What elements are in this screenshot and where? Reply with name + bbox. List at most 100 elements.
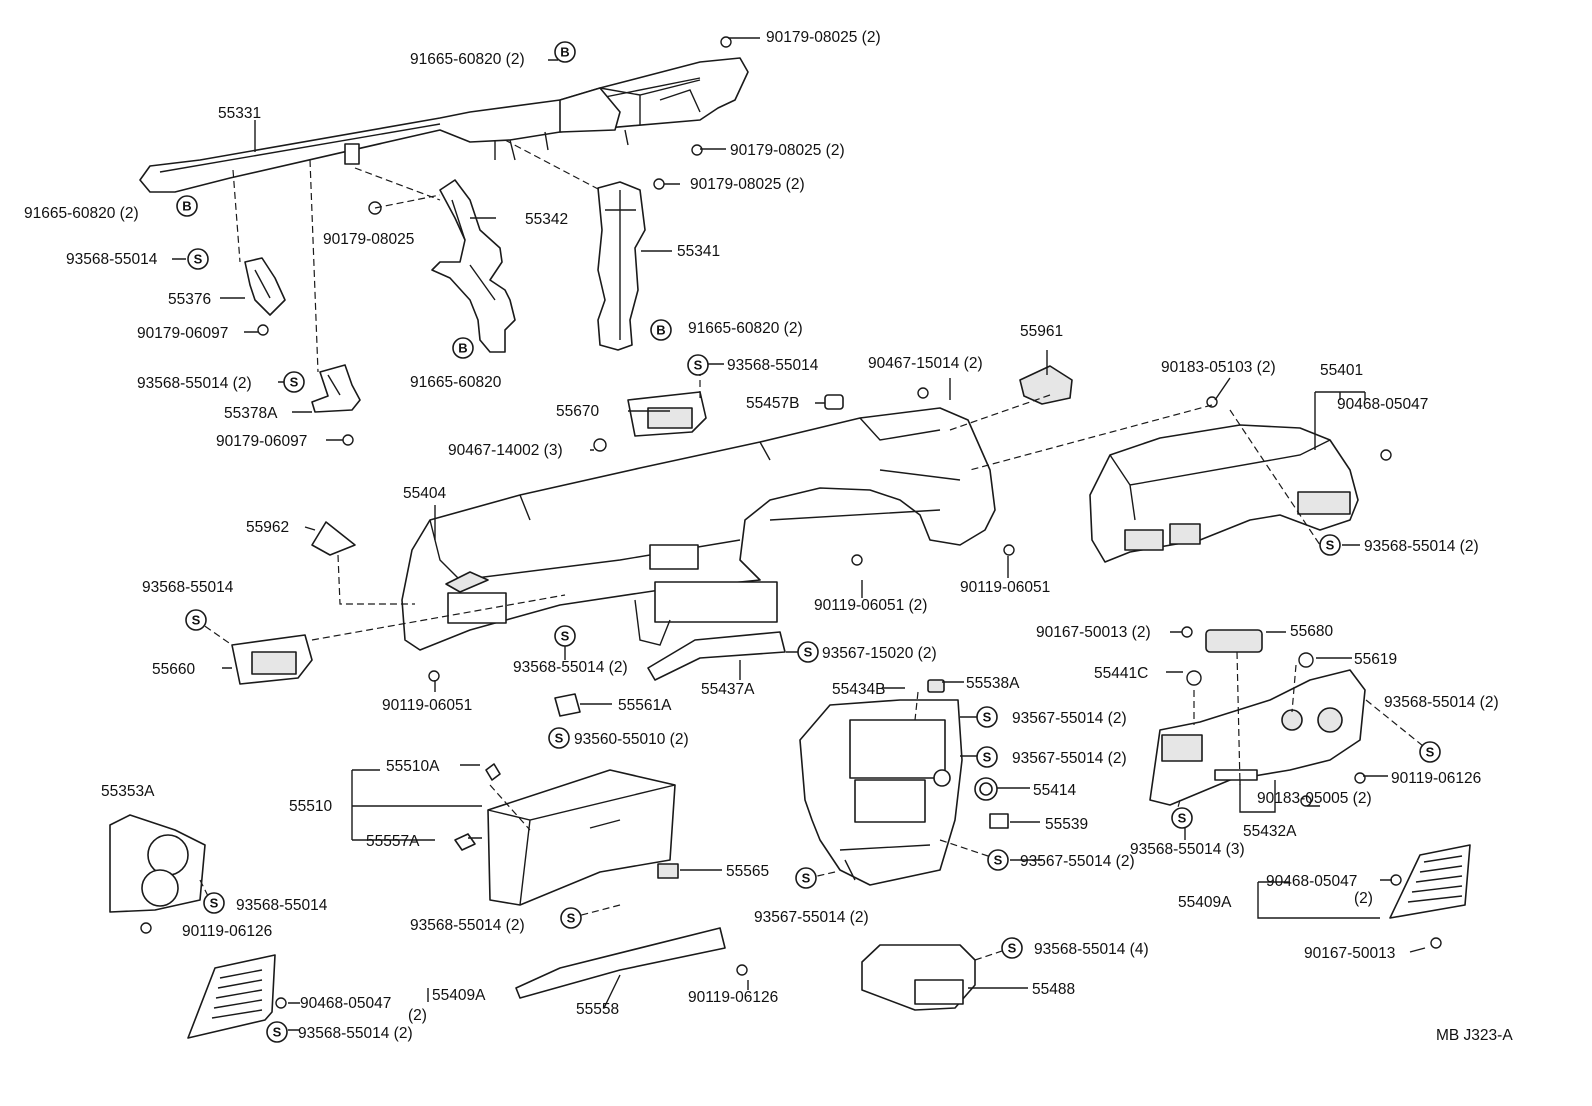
symbol-markers: B B B B S S S S S S S S S S S S S S S S … [176, 41, 1441, 1043]
part-label: 90468-05047 [1266, 873, 1357, 890]
part-label: 55404 [403, 485, 446, 502]
screw-symbol: S [266, 1021, 288, 1043]
part-label: 93568-55014 (2) [410, 917, 525, 934]
vent-55961 [1019, 365, 1073, 405]
svg-text:S: S [802, 871, 811, 886]
brace-55342 [431, 179, 516, 353]
bumper-55565 [657, 863, 679, 879]
part-label: 90119-06126 [182, 923, 272, 940]
part-label: 90119-06051 (2) [814, 597, 927, 614]
part-label: 90179-08025 (2) [730, 142, 845, 159]
part-label: 93568-55014 (2) [1384, 694, 1499, 711]
screw-symbol: S [203, 892, 225, 914]
svg-text:S: S [983, 750, 992, 765]
register-55670 [627, 391, 707, 437]
svg-text:S: S [1326, 538, 1335, 553]
bolt-symbol: B [452, 337, 474, 359]
cover-55962 [311, 521, 356, 556]
svg-text:S: S [555, 731, 564, 746]
svg-text:S: S [804, 645, 813, 660]
part-label: 55457B [746, 395, 799, 412]
part-label: (2) [408, 1007, 427, 1024]
part-label: 90179-08025 (2) [690, 176, 805, 193]
lower-panel-55432A [1149, 669, 1366, 806]
part-label: 91665-60820 [410, 374, 502, 391]
clip-55457B [824, 394, 844, 410]
part-label: 55961 [1020, 323, 1063, 340]
bolt-symbol: B [650, 319, 672, 341]
svg-text:S: S [561, 629, 570, 644]
bolt-symbol: B [176, 195, 198, 217]
part-label: 55342 [525, 211, 568, 228]
svg-text:S: S [192, 613, 201, 628]
part-label: 91665-60820 (2) [688, 320, 803, 337]
part-label: 55432A [1243, 823, 1297, 840]
part-label: 93568-55014 (2) [298, 1025, 413, 1042]
clip-55539 [989, 813, 1009, 829]
glove-box [487, 769, 676, 906]
instrument-panel [401, 407, 996, 651]
screw-symbol: S [795, 867, 817, 889]
part-label: 90467-14002 (3) [448, 442, 563, 459]
part-label: 93567-55014 (2) [1020, 853, 1135, 870]
part-label: 55341 [677, 243, 720, 260]
part-label: 90179-06097 [137, 325, 228, 342]
svg-text:S: S [694, 358, 703, 373]
clip-55561A [554, 693, 581, 717]
svg-text:S: S [994, 853, 1003, 868]
part-label: 90468-05047 [1337, 396, 1428, 413]
svg-text:B: B [656, 323, 665, 338]
clip-55538A [927, 679, 945, 693]
svg-text:S: S [567, 911, 576, 926]
screw-symbol: S [1001, 937, 1023, 959]
part-label: 55962 [246, 519, 289, 536]
part-label: 93568-55014 [66, 251, 158, 268]
svg-text:S: S [1178, 811, 1187, 826]
part-label: 93568-55014 (2) [513, 659, 628, 676]
part-label: 55561A [618, 697, 672, 714]
part-label: 55434B [832, 681, 885, 698]
part-label: 93568-55014 (4) [1034, 941, 1149, 958]
assembly-lines [195, 139, 1429, 961]
part-label: 55441C [1094, 665, 1148, 682]
part-label: 55670 [556, 403, 599, 420]
part-label: 93567-55014 (2) [754, 909, 869, 926]
svg-text:B: B [182, 199, 191, 214]
part-label: 55539 [1045, 816, 1088, 833]
screw-symbol: S [687, 354, 709, 376]
part-label: 55565 [726, 863, 769, 880]
lock-55510A [485, 763, 501, 781]
part-label: 90167-50013 (2) [1036, 624, 1151, 641]
part-label: 55409A [432, 987, 486, 1004]
part-label: 90179-08025 [323, 231, 414, 248]
part-label: 93567-55014 (2) [1012, 750, 1127, 767]
bracket-55378A [311, 364, 361, 413]
part-label: 55437A [701, 681, 755, 698]
part-label: 93560-55010 (2) [574, 731, 689, 748]
part-label: 93568-55014 (2) [137, 375, 252, 392]
screw-symbol: S [976, 746, 998, 768]
part-label: 90179-08025 (2) [766, 29, 881, 46]
reinforcement-beam [139, 57, 749, 193]
center-cluster [799, 699, 963, 886]
screw-symbol: S [283, 371, 305, 393]
screw-symbol: S [1319, 534, 1341, 556]
part-label: 91665-60820 (2) [24, 205, 139, 222]
screw-symbol: S [1419, 741, 1441, 763]
part-label: 90179-06097 [216, 433, 307, 450]
part-label: 90468-05047 [300, 995, 391, 1012]
part-label: 90183-05005 (2) [1257, 790, 1372, 807]
svg-text:S: S [273, 1025, 282, 1040]
side-cover-55409A-right [1389, 844, 1471, 919]
part-label: 55376 [168, 291, 211, 308]
register-55660 [231, 634, 313, 685]
part-label: 55488 [1032, 981, 1075, 998]
part-label: 55557A [366, 833, 420, 850]
svg-text:S: S [983, 710, 992, 725]
screw-symbol: S [554, 625, 576, 647]
part-label: 55414 [1033, 782, 1076, 799]
screw-symbol: S [185, 609, 207, 631]
part-label: 90119-06051 [382, 697, 472, 714]
tray-55488 [861, 944, 976, 1011]
